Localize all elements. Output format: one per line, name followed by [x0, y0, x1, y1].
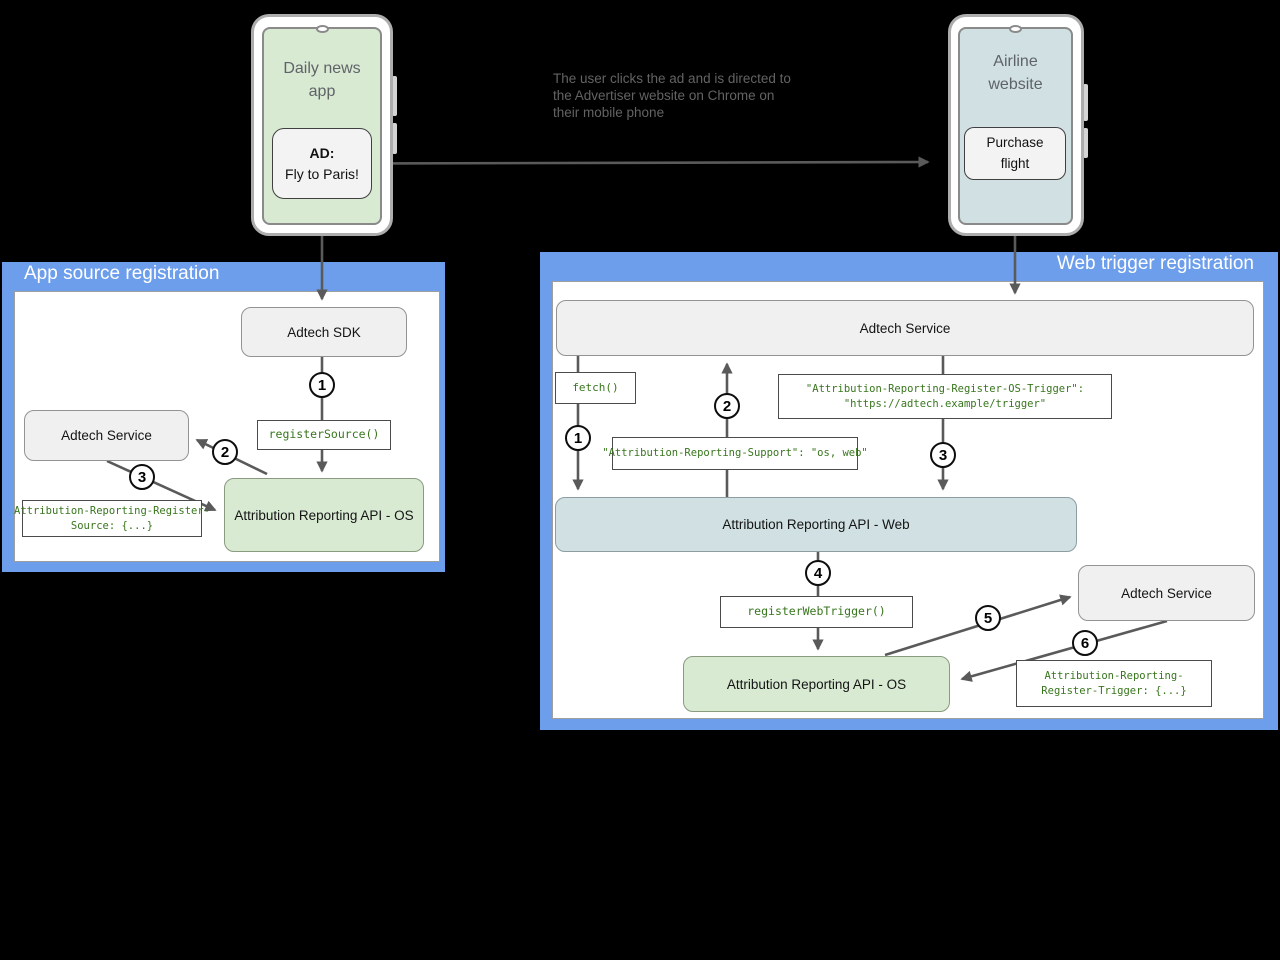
step-3-left: 3 — [129, 464, 155, 490]
ad-box[interactable]: AD: Fly to Paris! — [272, 128, 372, 199]
airline-line2: website — [988, 76, 1043, 94]
airline-line1: Airline — [993, 53, 1038, 70]
ad-text: Fly to Paris! — [285, 165, 359, 182]
register-trigger-header-line1: Attribution-Reporting- — [1044, 670, 1184, 683]
ad-title: AD: — [309, 144, 335, 161]
node-register-source: registerSource() — [257, 420, 391, 450]
node-adtech-service-left: Adtech Service — [24, 410, 189, 461]
phone-left-side-button-top — [392, 76, 397, 116]
register-trigger-header-line2: Register-Trigger: {...} — [1041, 684, 1187, 697]
phone-right-side-button-bottom — [1083, 128, 1088, 158]
register-web-trigger-text: registerWebTrigger() — [747, 604, 886, 619]
fetch-text: fetch() — [572, 380, 619, 394]
node-adtech-service-bottom: Adtech Service — [1078, 565, 1255, 621]
node-register-source-header: Attribution-Reporting-Register- Source: … — [14, 500, 210, 537]
daily-news-line1: Daily news — [283, 60, 361, 77]
os-trigger-header-line1: "Attribution-Reporting-Register-OS-Trigg… — [805, 383, 1085, 396]
airline-website-label: Airline website — [958, 50, 1073, 96]
purchase-flight-button[interactable]: Purchase flight — [964, 127, 1066, 180]
step-3-right: 3 — [930, 442, 956, 468]
node-api-web: Attribution Reporting API - Web — [555, 497, 1077, 552]
step-2-left: 2 — [212, 439, 238, 465]
phone-right-camera-icon — [1009, 25, 1022, 33]
step-1-right: 1 — [565, 425, 591, 451]
daily-news-line2: app — [308, 83, 336, 101]
step-4-right: 4 — [805, 560, 831, 586]
node-api-os-left: Attribution Reporting API - OS — [224, 478, 424, 552]
os-trigger-header-line2: "https://adtech.example/trigger" — [843, 397, 1047, 410]
node-register-web-trigger: registerWebTrigger() — [720, 596, 913, 628]
step-5-right: 5 — [975, 605, 1001, 631]
register-source-header-line1: Attribution-Reporting-Register- — [14, 505, 210, 518]
caption-line1: The user clicks the ad and is directed t… — [553, 71, 791, 86]
register-source-header-line2: Source: {...} — [70, 519, 154, 532]
caption-line3: their mobile phone — [553, 104, 665, 120]
node-adtech-sdk: Adtech SDK — [241, 307, 407, 357]
node-api-os-right: Attribution Reporting API - OS — [683, 656, 950, 712]
purchase-line1: Purchase — [986, 135, 1044, 151]
app-source-panel-title: App source registration — [24, 263, 220, 284]
step-2-right: 2 — [714, 393, 740, 419]
web-trigger-panel-title: Web trigger registration — [1056, 253, 1254, 274]
node-support-header: "Attribution-Reporting-Support": "os, we… — [602, 437, 868, 470]
phone-left-camera-icon — [316, 25, 329, 33]
purchase-line2: flight — [1000, 155, 1030, 171]
phone-right-side-button-top — [1083, 84, 1088, 121]
node-register-trigger-header: Attribution-Reporting- Register-Trigger:… — [1016, 660, 1212, 707]
step-1-left: 1 — [309, 372, 335, 398]
daily-news-app-label: Daily news app — [262, 57, 382, 103]
node-os-trigger-header: "Attribution-Reporting-Register-OS-Trigg… — [778, 374, 1112, 419]
ad-click-caption: The user clicks the ad and is directed t… — [553, 71, 813, 122]
caption-line2: the Advertiser website on Chrome on — [553, 87, 775, 103]
register-source-text: registerSource() — [268, 427, 380, 442]
phone-left-side-button-bottom — [392, 123, 397, 154]
support-header-text: "Attribution-Reporting-Support": "os, we… — [602, 447, 868, 460]
step-6-right: 6 — [1072, 630, 1098, 656]
node-fetch: fetch() — [555, 372, 636, 404]
node-adtech-service-top: Adtech Service — [556, 300, 1254, 356]
